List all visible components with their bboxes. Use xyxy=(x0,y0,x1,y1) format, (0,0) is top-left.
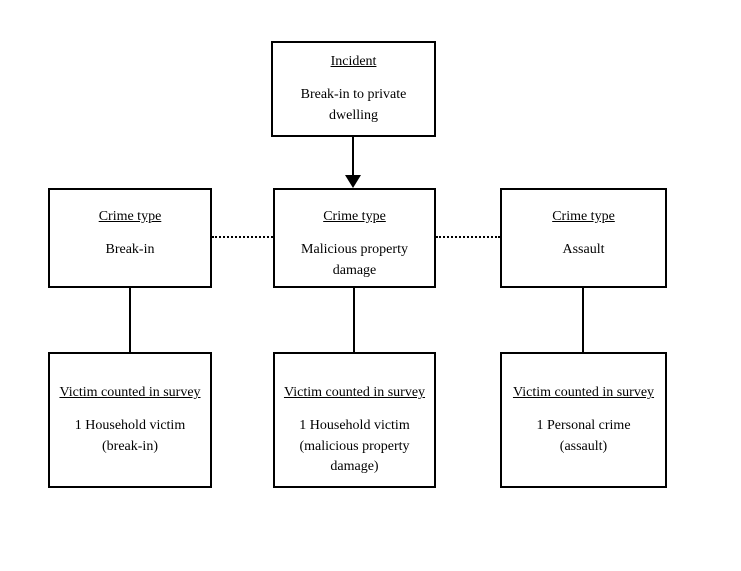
dotted-connector-left xyxy=(212,236,273,238)
crime-type-heading: Crime type xyxy=(98,209,162,224)
crime-type-box-malicious-property-damage: Crime type Malicious property damage xyxy=(273,188,436,288)
crime-type-heading: Crime type xyxy=(552,209,615,224)
connector-assault xyxy=(582,288,584,352)
incident-box-heading: Incident xyxy=(330,54,377,69)
crime-type-body: Assault xyxy=(562,242,605,258)
arrowhead-down-icon xyxy=(345,175,361,188)
incident-box-body: Break-in to private dwelling xyxy=(300,87,407,123)
victim-box-body: 1 Household victim (break-in) xyxy=(74,418,186,454)
victim-box-heading: Victim counted in survey xyxy=(512,385,655,400)
incident-box: Incident Break-in to private dwelling xyxy=(271,41,436,137)
victim-box-body: 1 Household victim (malicious property d… xyxy=(299,418,410,474)
victim-box-heading: Victim counted in survey xyxy=(59,385,201,400)
crime-type-body: Malicious property damage xyxy=(301,242,408,278)
victim-box-heading: Victim counted in survey xyxy=(283,385,426,400)
victim-box-body: 1 Personal crime (assault) xyxy=(536,418,631,454)
connector-malicious-property-damage xyxy=(353,288,355,352)
crime-type-box-break-in: Crime type Break-in xyxy=(48,188,212,288)
incident-arrow-line xyxy=(352,137,354,177)
connector-break-in xyxy=(129,288,131,352)
dotted-connector-right xyxy=(436,236,500,238)
crime-type-box-assault: Crime type Assault xyxy=(500,188,667,288)
victim-box-malicious-property-damage: Victim counted in survey 1 Household vic… xyxy=(273,352,436,488)
victim-box-break-in: Victim counted in survey 1 Household vic… xyxy=(48,352,212,488)
crime-type-heading: Crime type xyxy=(323,209,386,224)
crime-type-body: Break-in xyxy=(105,242,155,258)
victim-box-assault: Victim counted in survey 1 Personal crim… xyxy=(500,352,667,488)
